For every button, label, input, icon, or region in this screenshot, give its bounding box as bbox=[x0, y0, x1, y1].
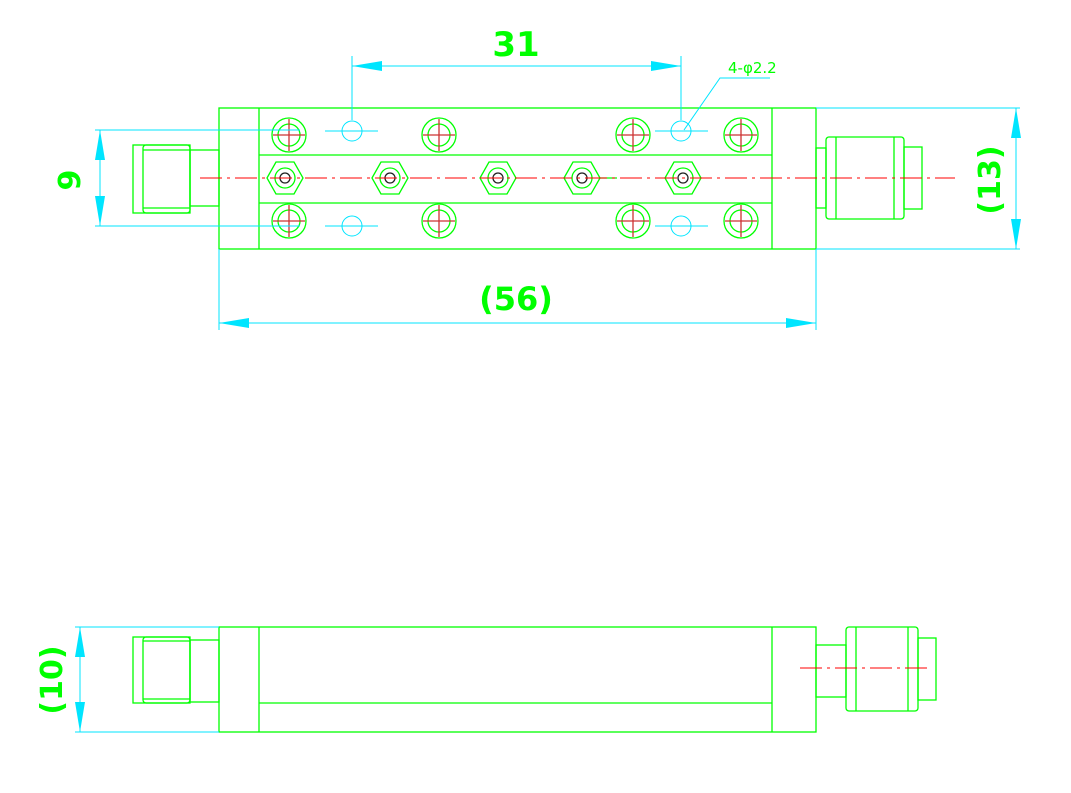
dim-hole-callout-label: 4-φ2.2 bbox=[728, 59, 777, 77]
screw bbox=[615, 117, 651, 153]
screw bbox=[421, 203, 457, 239]
side-body-outline bbox=[218, 626, 817, 733]
screw bbox=[421, 117, 457, 153]
hole-callout-leader bbox=[683, 77, 770, 131]
screw bbox=[615, 203, 651, 239]
side-right-connector bbox=[815, 626, 937, 712]
screw bbox=[723, 117, 759, 153]
screws-bottom-row bbox=[271, 203, 759, 239]
side-left-connector bbox=[132, 636, 220, 704]
screw bbox=[271, 117, 307, 153]
screw bbox=[271, 203, 307, 239]
top-left-connector bbox=[132, 144, 220, 214]
dim-height-left-label: 9 bbox=[53, 170, 88, 191]
dim-overall-length-label: (56) bbox=[479, 280, 553, 318]
dim-side-height-label: (10) bbox=[35, 645, 70, 714]
dim-hole-pitch-label: 31 bbox=[492, 25, 539, 65]
top-view bbox=[132, 107, 923, 250]
side-dimensions bbox=[75, 626, 219, 733]
screws-top-row bbox=[271, 117, 759, 153]
dim-height-right-label: (13) bbox=[973, 145, 1008, 214]
mounting-holes bbox=[325, 120, 708, 237]
side-view bbox=[132, 626, 937, 733]
screw bbox=[723, 203, 759, 239]
top-dimensions bbox=[95, 56, 1021, 330]
